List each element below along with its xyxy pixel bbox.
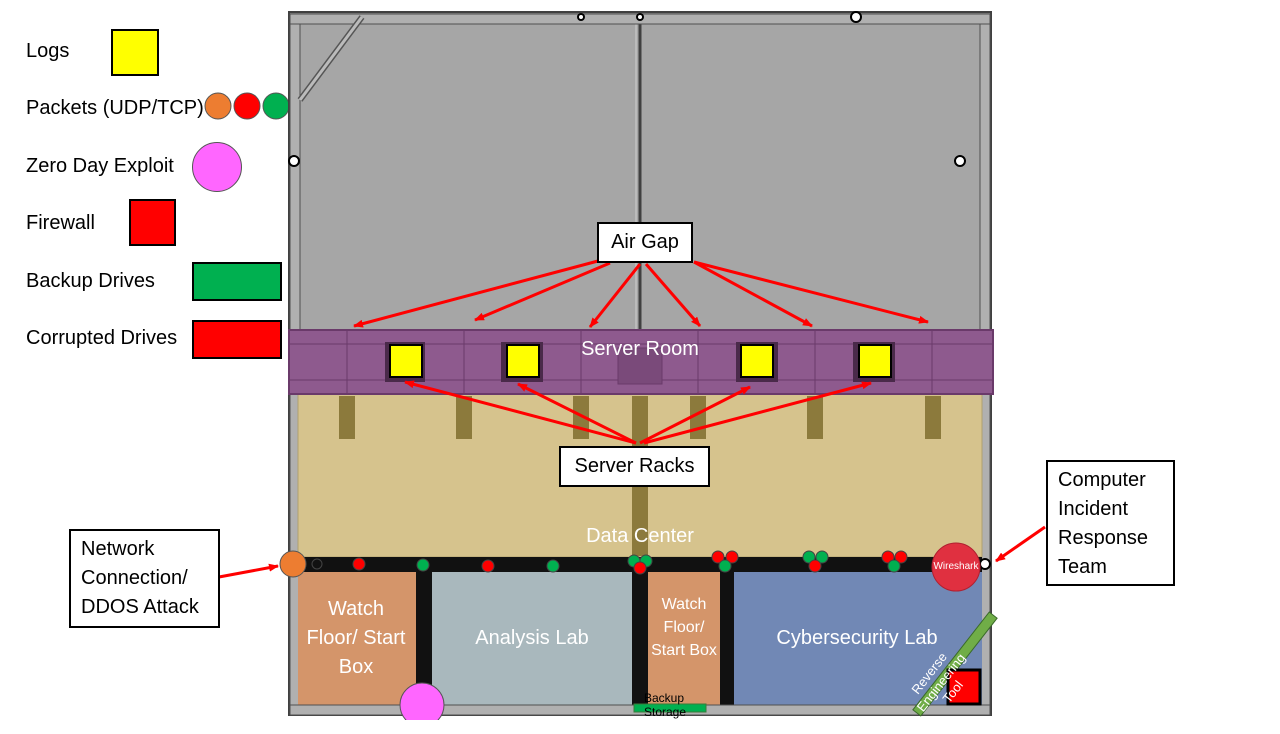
zero-day-exploit-icon bbox=[399, 682, 445, 720]
legend-corrupted-swatch bbox=[192, 320, 282, 359]
legend-packets-swatch bbox=[204, 92, 290, 120]
air-gap-label: Air Gap bbox=[597, 222, 693, 263]
watch-floor-label-1: Watch Floor/ Start Box bbox=[306, 598, 406, 678]
log-icon bbox=[389, 344, 423, 378]
firewall-icon bbox=[946, 668, 982, 706]
log-icon bbox=[506, 344, 540, 378]
hallway-packets bbox=[311, 550, 908, 575]
wireshark-label: Wireshark bbox=[933, 561, 979, 572]
watch-floor-label-2: Watch Floor/ Start Box bbox=[651, 596, 717, 659]
cirt-arrow bbox=[995, 525, 1046, 563]
server-rack-arrows bbox=[404, 380, 872, 445]
log-icon bbox=[858, 344, 892, 378]
data-center-label: Data Center bbox=[586, 525, 694, 547]
analysis-lab-room bbox=[432, 572, 632, 705]
backup-storage-label: Backup Storage bbox=[644, 691, 687, 719]
legend-logs-label: Logs bbox=[26, 40, 70, 62]
air-gap-arrows bbox=[353, 259, 929, 328]
legend-firewall-label: Firewall bbox=[26, 212, 95, 234]
legend-zero-day-label: Zero Day Exploit bbox=[26, 155, 174, 177]
backup-storage-drive bbox=[633, 703, 707, 713]
watch-floor-room-2 bbox=[648, 572, 720, 705]
packet-orange-icon bbox=[204, 92, 232, 120]
ddos-packet-icon bbox=[279, 550, 307, 578]
log-icon bbox=[740, 344, 774, 378]
watch-floor-room-1 bbox=[298, 572, 416, 705]
analysis-lab-label: Analysis Lab bbox=[475, 627, 589, 649]
server-room-label: Server Room bbox=[581, 338, 699, 360]
wireshark-icon bbox=[931, 542, 981, 592]
legend-backup-swatch bbox=[192, 262, 282, 301]
legend-logs-swatch bbox=[111, 29, 159, 76]
network-connection-callout: Network Connection/ DDOS Attack bbox=[69, 529, 220, 628]
cirt-callout: Computer Incident Response Team bbox=[1046, 460, 1175, 586]
reverse-engineering-tool bbox=[912, 611, 998, 717]
cyber-lab-label: Cybersecurity Lab bbox=[776, 627, 938, 649]
legend-zero-day-swatch bbox=[192, 142, 242, 192]
server-logs bbox=[385, 342, 895, 382]
server-racks-label: Server Racks bbox=[559, 446, 710, 487]
legend-firewall-swatch bbox=[129, 199, 176, 246]
network-connection-arrow bbox=[218, 563, 279, 579]
legend-backup-label: Backup Drives bbox=[26, 270, 155, 292]
packet-red-icon bbox=[233, 92, 261, 120]
legend-packets-label: Packets (UDP/TCP) bbox=[26, 97, 204, 119]
legend-corrupted-label: Corrupted Drives bbox=[26, 327, 178, 349]
